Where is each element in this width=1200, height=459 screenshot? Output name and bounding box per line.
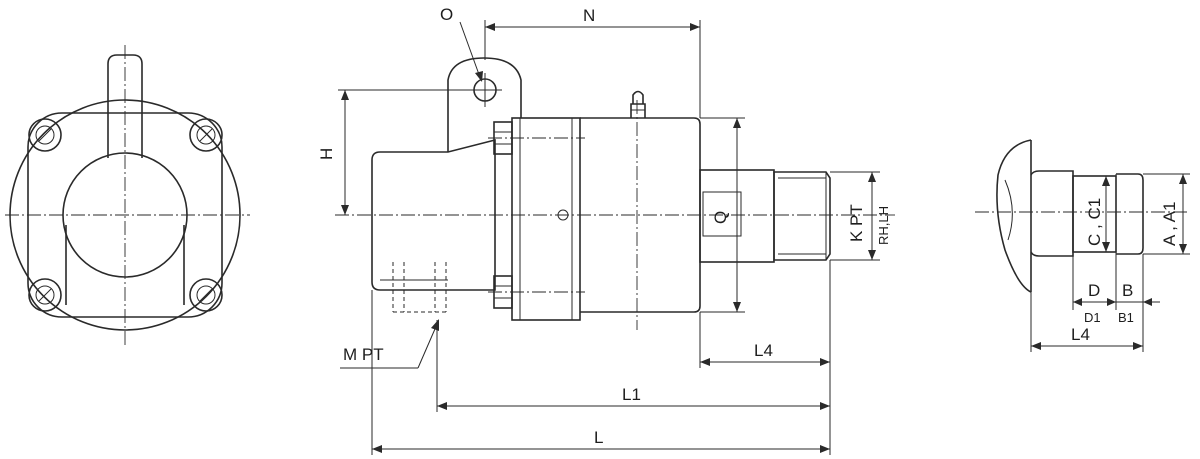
- label-q: Q: [711, 211, 730, 224]
- label-o: O: [440, 5, 453, 24]
- dimension-labels: O N H Q K PT RH,LH M PT L4 L1 L C , C1 A…: [317, 5, 1179, 447]
- front-view: [5, 45, 250, 345]
- bolt-head-icon: [189, 118, 223, 152]
- side-view: [335, 57, 895, 330]
- bolt-head-icon: [189, 278, 223, 312]
- label-c-c1: C , C1: [1085, 198, 1104, 246]
- label-l4-end: L4: [1071, 325, 1090, 344]
- label-k-pt: K PT: [847, 204, 866, 242]
- label-h: H: [317, 148, 336, 160]
- label-d1: D1: [1084, 310, 1101, 325]
- nipple-view: [975, 139, 1190, 352]
- label-b1: B1: [1118, 310, 1134, 325]
- label-a-a1: A , A1: [1160, 202, 1179, 246]
- label-m-pt: M PT: [343, 345, 384, 364]
- label-b: B: [1122, 281, 1133, 300]
- label-l1: L1: [622, 385, 641, 404]
- label-l4-side: L4: [754, 341, 773, 360]
- label-n: N: [583, 6, 595, 25]
- bolt-head-icon: [28, 118, 62, 152]
- label-d: D: [1088, 281, 1100, 300]
- side-dimensions: [338, 20, 880, 455]
- bolt-head-icon: [28, 278, 62, 312]
- label-rh-lh: RH,LH: [876, 206, 891, 245]
- label-l: L: [594, 428, 603, 447]
